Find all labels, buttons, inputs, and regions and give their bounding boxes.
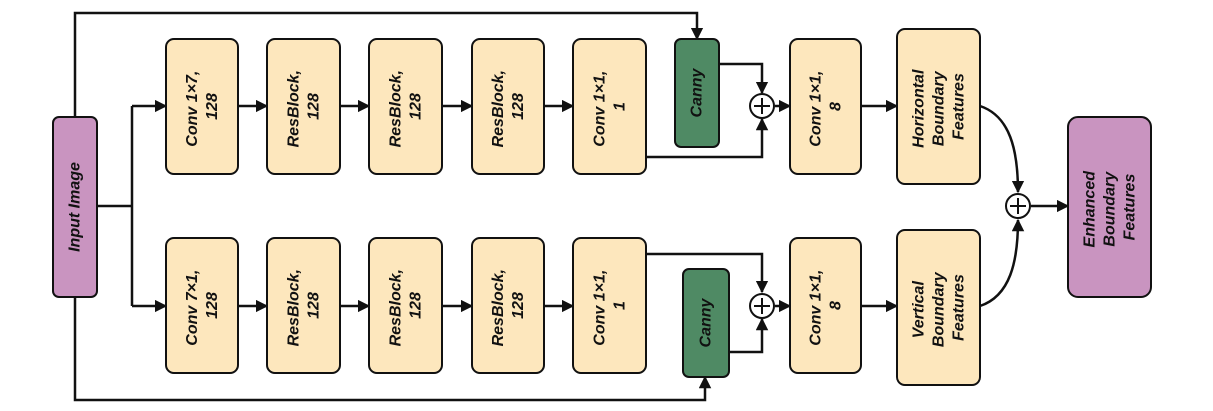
top-sum-node	[749, 93, 775, 119]
vertical-features-box	[896, 229, 981, 386]
bottom-block-1-box	[165, 237, 239, 374]
bottom-sum-node	[749, 293, 775, 319]
top-post-conv: Conv 1×1, 8	[789, 38, 862, 175]
top-branch: Conv 1×7, 128 ResBlock, 128 ResBlock, 12…	[165, 28, 981, 185]
input-box	[52, 116, 98, 298]
input-image-node: Input Image	[52, 116, 98, 298]
horizontal-features-box	[896, 28, 981, 185]
top-block-1-label: Conv 1×7, 128	[184, 66, 221, 146]
output-node: Enhanced Boundary Features	[1067, 116, 1152, 298]
bottom-canny-box	[682, 268, 730, 378]
top-canny: Canny	[674, 38, 720, 148]
bottom-block-2-box	[266, 237, 341, 374]
bottom-block-5-box	[572, 237, 647, 374]
output-label: Enhanced Boundary Features	[1081, 167, 1138, 248]
bottom-block-3-box	[368, 237, 443, 374]
horizontal-features-label: Horizontal Boundary Features	[910, 65, 967, 148]
bottom-post-conv-box	[789, 237, 862, 374]
top-block-3-box	[368, 38, 443, 175]
top-block-2: ResBlock, 128	[266, 38, 341, 175]
final-sum-node	[1005, 193, 1031, 219]
top-block-3-label: ResBlock, 128	[387, 66, 424, 148]
bottom-block-4-label: ResBlock, 128	[490, 265, 527, 347]
bottom-block-2: ResBlock, 128	[266, 237, 341, 374]
top-post-conv-label: Conv 1×1, 8	[807, 66, 844, 146]
edge-bottom-canny-to-sum	[729, 317, 769, 354]
edge-bottom-conv-to-sum	[646, 252, 769, 294]
edge-vertical-to-final-sum	[979, 218, 1025, 308]
bottom-block-5-label: Conv 1×1, 1	[591, 265, 628, 345]
bottom-branch: Conv 7×1, 128 ResBlock, 128 ResBlock, 12…	[165, 229, 981, 386]
edge-top-canny-to-sum	[719, 62, 769, 95]
top-block-1-box	[165, 38, 239, 175]
edge-input-to-top-canny	[73, 11, 704, 117]
bottom-block-5: Conv 1×1, 1	[572, 237, 647, 374]
top-canny-label: Canny	[689, 67, 706, 117]
top-block-2-box	[266, 38, 341, 175]
top-block-4-box	[471, 38, 545, 175]
top-block-5-box	[572, 38, 647, 175]
top-block-5: Conv 1×1, 1	[572, 38, 647, 175]
bottom-block-4: ResBlock, 128	[471, 237, 545, 374]
top-block-4-label: ResBlock, 128	[490, 66, 527, 148]
input-label: Input Image	[67, 162, 84, 252]
bottom-block-4-box	[471, 237, 545, 374]
top-post-conv-box	[789, 38, 862, 175]
edge-horizontal-to-final-sum	[979, 104, 1025, 194]
output-box	[1067, 116, 1152, 298]
bottom-canny: Canny	[682, 268, 730, 378]
bottom-block-3: ResBlock, 128	[368, 237, 443, 374]
top-block-4: ResBlock, 128	[471, 38, 545, 175]
top-block-2-label: ResBlock, 128	[285, 66, 322, 148]
top-block-5-label: Conv 1×1, 1	[591, 66, 628, 146]
edge-top-conv-to-sum	[646, 117, 769, 159]
bottom-post-conv: Conv 1×1, 8	[789, 237, 862, 374]
edge-input-to-bottom-canny	[73, 297, 712, 402]
connectors	[73, 11, 1070, 402]
bottom-block-3-label: ResBlock, 128	[387, 265, 424, 347]
bottom-block-1-label: Conv 7×1, 128	[184, 265, 221, 345]
bottom-post-conv-label: Conv 1×1, 8	[807, 265, 844, 345]
vertical-features-label: Vertical Boundary Features	[910, 268, 967, 347]
bottom-block-1: Conv 7×1, 128	[165, 237, 239, 374]
top-canny-box	[674, 38, 720, 148]
horizontal-features: Horizontal Boundary Features	[896, 28, 981, 185]
top-block-1: Conv 1×7, 128	[165, 38, 239, 175]
top-block-3: ResBlock, 128	[368, 38, 443, 175]
bottom-block-2-label: ResBlock, 128	[285, 265, 322, 347]
bottom-canny-label: Canny	[698, 297, 715, 347]
vertical-features: Vertical Boundary Features	[896, 229, 981, 386]
